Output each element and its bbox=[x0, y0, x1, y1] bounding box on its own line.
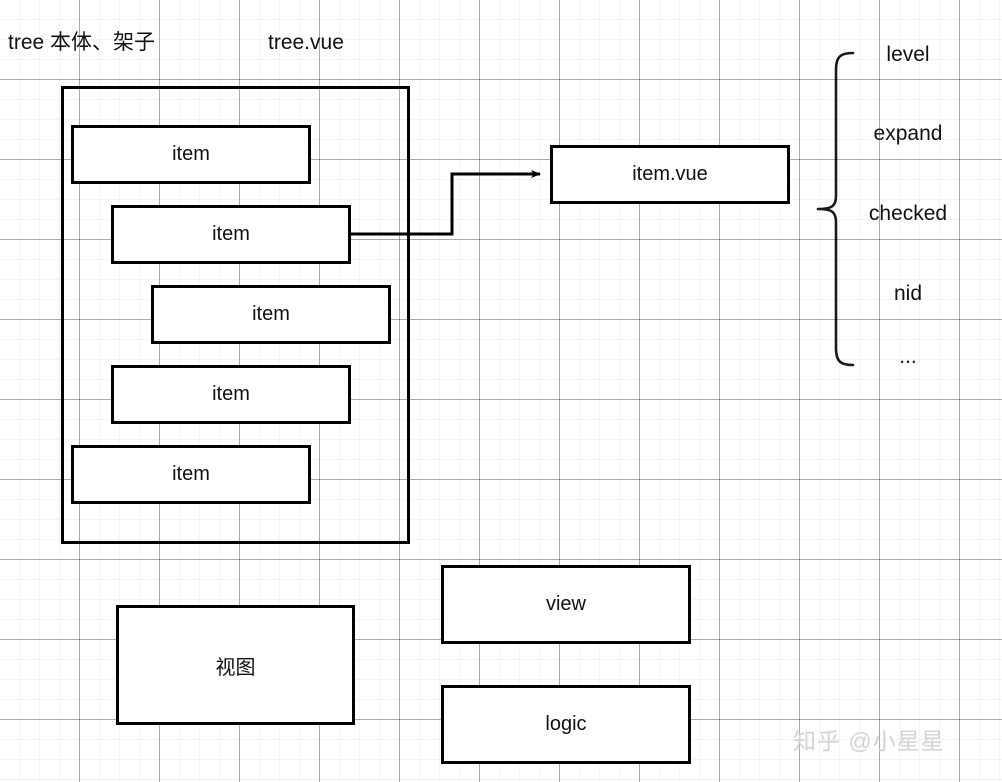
item-box-2-label: item bbox=[212, 223, 250, 245]
props-curly-brace bbox=[816, 51, 855, 367]
shitu-box-label: 视图 bbox=[215, 656, 256, 679]
item-vue-box[interactable]: item.vue bbox=[550, 145, 790, 204]
prop-label-nid: nid bbox=[893, 282, 923, 305]
view-box[interactable]: view bbox=[441, 565, 691, 644]
prop-label-level: level bbox=[886, 43, 930, 66]
item-box-4-label: item bbox=[212, 383, 250, 405]
watermark: 知乎 @小星星 bbox=[793, 728, 945, 754]
prop-label-expand: expand bbox=[873, 122, 943, 145]
item-box-4[interactable]: item bbox=[111, 365, 351, 424]
tree-container-box bbox=[61, 86, 410, 544]
title-tree-body: tree 本体、架子 bbox=[8, 31, 156, 54]
view-box-label: view bbox=[545, 593, 586, 615]
item-box-2[interactable]: item bbox=[111, 205, 351, 264]
logic-box-label: logic bbox=[545, 713, 587, 735]
title-tree-vue: tree.vue bbox=[268, 31, 344, 54]
item-box-5[interactable]: item bbox=[71, 445, 311, 504]
item-box-1[interactable]: item bbox=[71, 125, 311, 184]
prop-label-ellipsis: ... bbox=[899, 345, 917, 368]
item-box-5-label: item bbox=[172, 463, 210, 485]
prop-label-checked: checked bbox=[868, 202, 948, 225]
item-box-1-label: item bbox=[172, 143, 210, 165]
item-box-3-label: item bbox=[252, 303, 290, 325]
item-vue-box-label: item.vue bbox=[632, 163, 708, 185]
logic-box[interactable]: logic bbox=[441, 685, 691, 764]
item-box-3[interactable]: item bbox=[151, 285, 391, 344]
shitu-box[interactable]: 视图 bbox=[116, 605, 355, 725]
